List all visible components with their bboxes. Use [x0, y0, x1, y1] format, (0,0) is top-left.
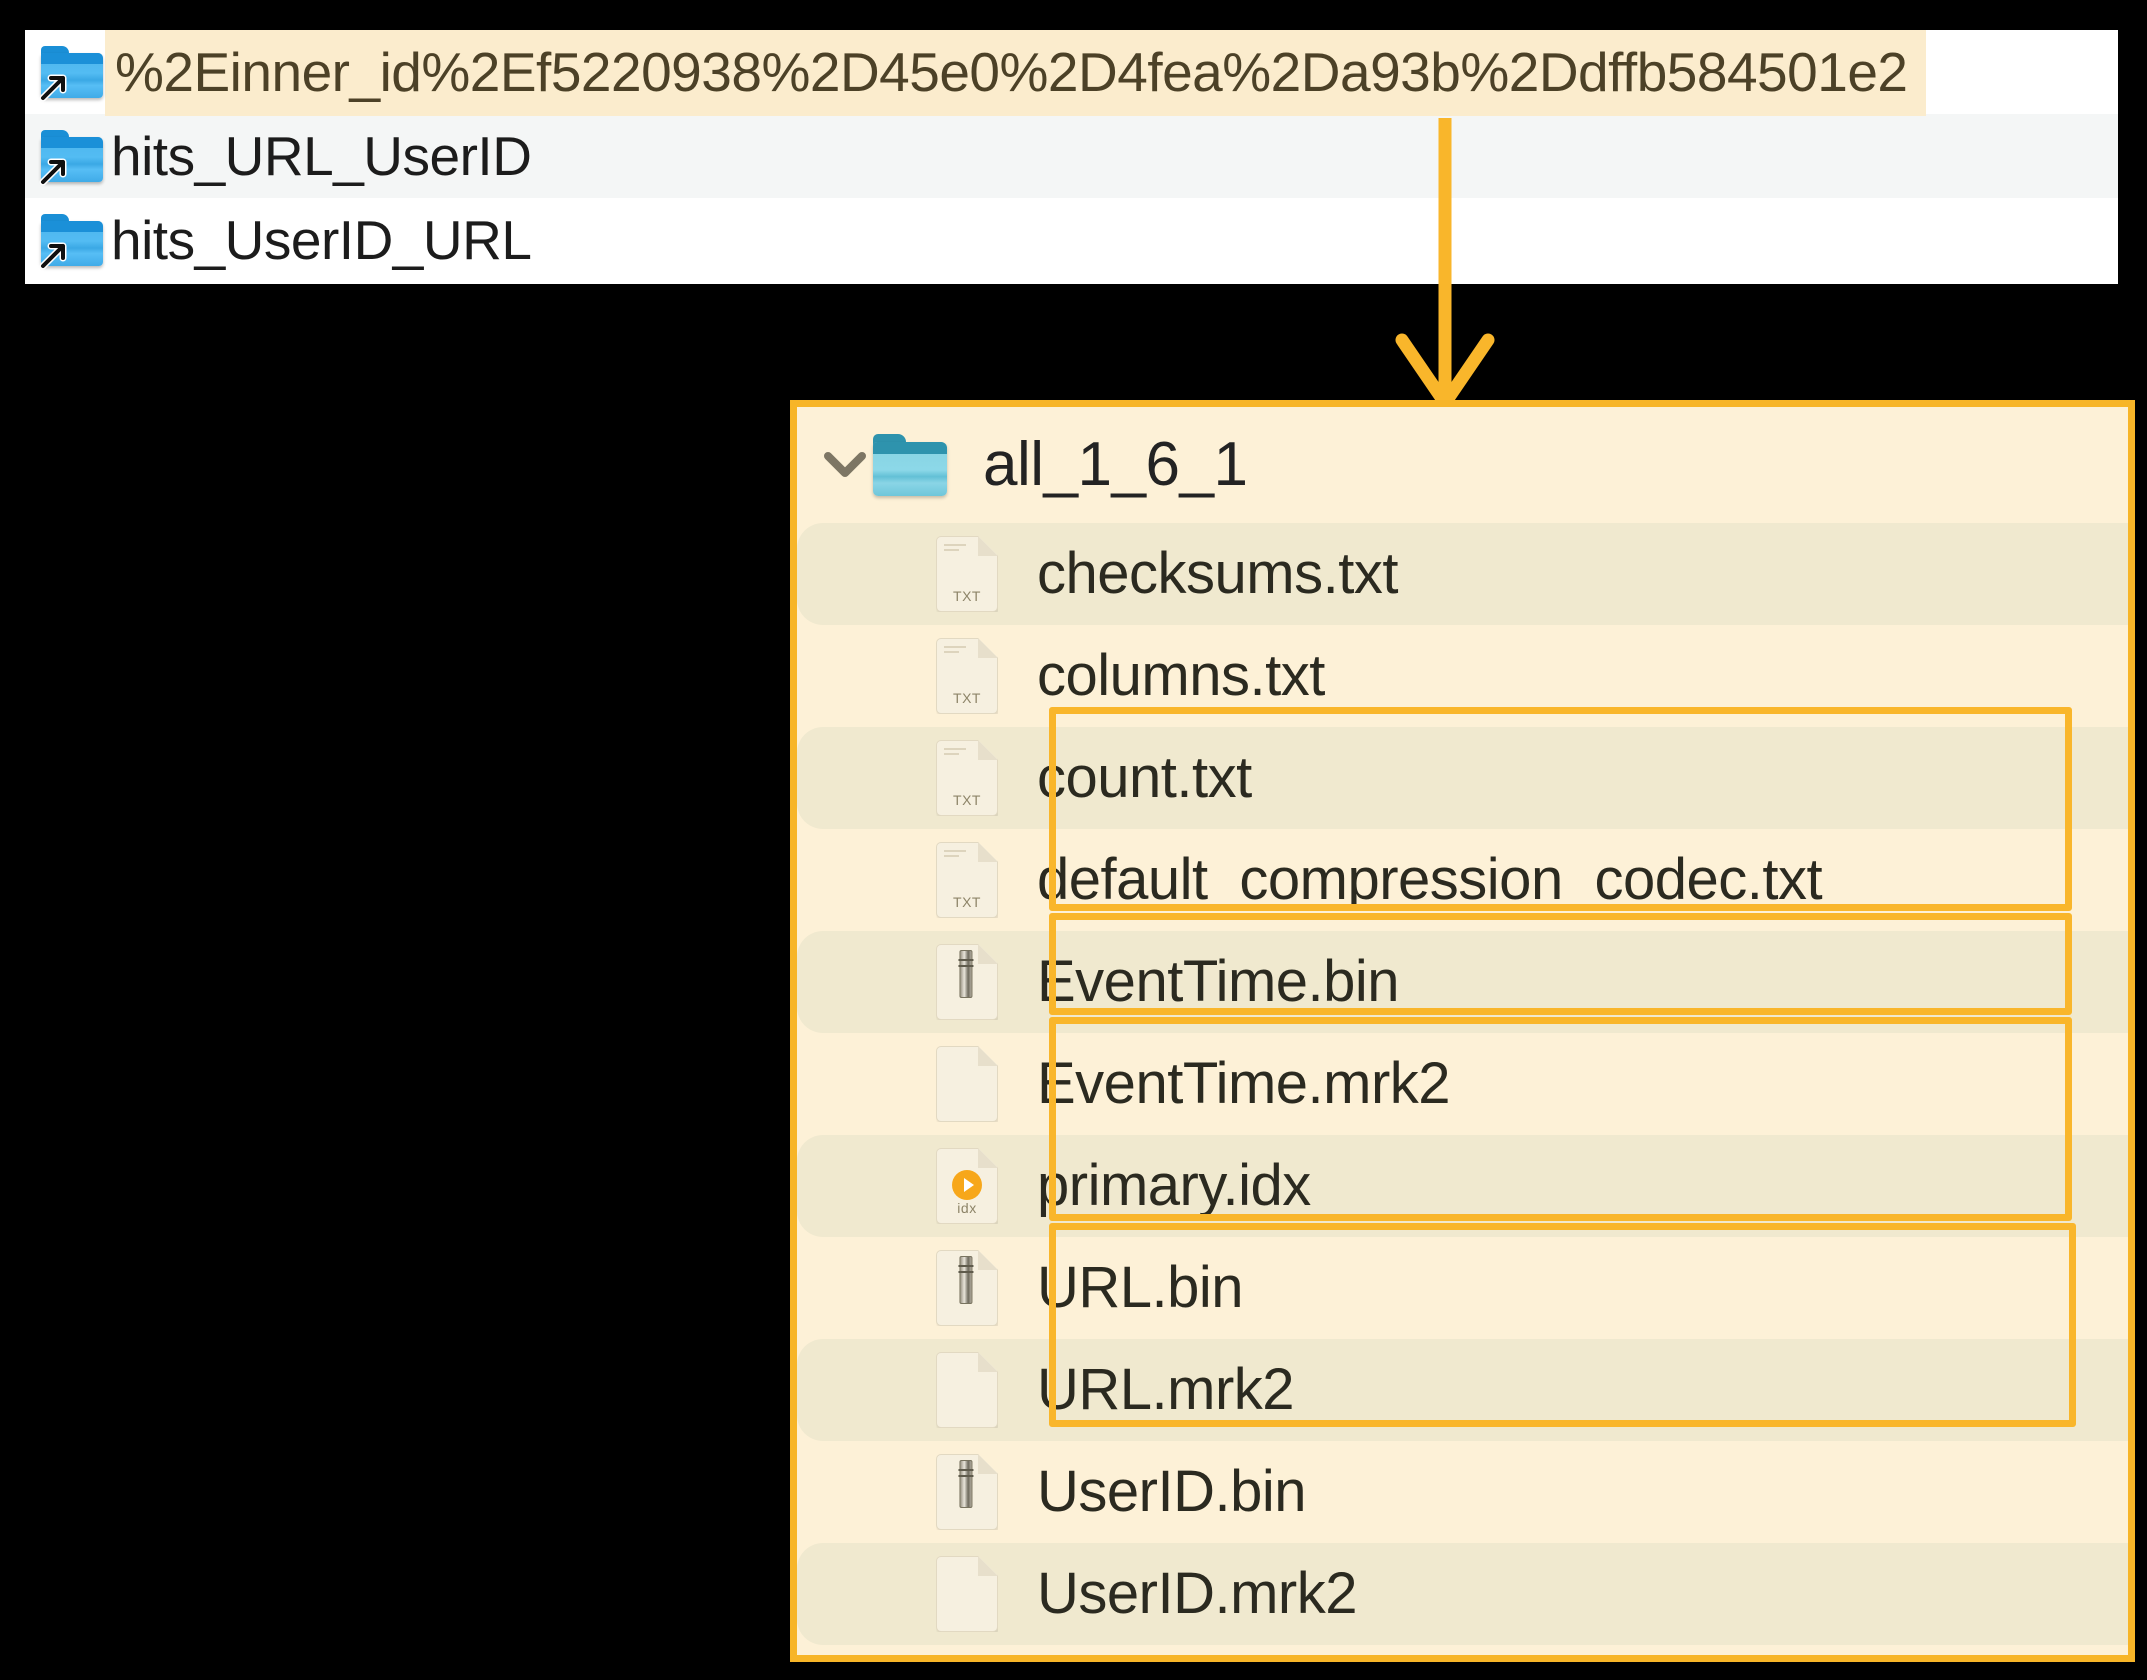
list-item[interactable]: hits_URL_UserID [25, 114, 2118, 198]
list-item[interactable]: %2Einner_id%2Ef5220938%2D45e0%2D4fea%2Da… [25, 30, 2118, 116]
chevron-down-icon[interactable] [817, 450, 873, 480]
txt-icon-label: TXT [953, 792, 981, 808]
file-label: EventTime.bin [1037, 949, 1400, 1014]
bin-file-icon [919, 1454, 1015, 1530]
file-label: primary.idx [1037, 1153, 1311, 1218]
tree-row-file[interactable]: TXT default_compression_codec.txt [797, 829, 2128, 931]
list-item-label: hits_URL_UserID [111, 124, 532, 187]
file-label: default_compression_codec.txt [1037, 847, 1823, 912]
file-label: UserID.mrk2 [1037, 1561, 1357, 1626]
folder-symlink-icon [33, 46, 111, 102]
symlink-arrow-icon [39, 74, 67, 102]
file-label: EventTime.mrk2 [1037, 1051, 1451, 1116]
tree-row-file[interactable]: TXT count.txt [797, 727, 2128, 829]
tree-row-file[interactable]: TXT checksums.txt [797, 523, 2128, 625]
symlink-arrow-icon [39, 158, 67, 186]
tree-row-file[interactable]: UserID.bin [797, 1441, 2128, 1543]
file-label: columns.txt [1037, 643, 1325, 708]
list-item-label: %2Einner_id%2Ef5220938%2D45e0%2D4fea%2Da… [105, 30, 1926, 116]
file-label: URL.mrk2 [1037, 1357, 1295, 1422]
file-label: UserID.bin [1037, 1459, 1306, 1524]
file-label: count.txt [1037, 745, 1252, 810]
part-directory-tree[interactable]: all_1_6_1 TXT checksums.txt TXT columns.… [790, 400, 2135, 1662]
file-label: checksums.txt [1037, 541, 1398, 606]
tree-row-file[interactable]: EventTime.mrk2 [797, 1033, 2128, 1135]
tree-row-file[interactable]: TXT columns.txt [797, 625, 2128, 727]
txt-file-icon: TXT [919, 638, 1015, 714]
txt-file-icon: TXT [919, 536, 1015, 612]
blank-file-icon [919, 1352, 1015, 1428]
tree-row-folder[interactable]: all_1_6_1 [797, 407, 2128, 523]
bin-file-icon [919, 944, 1015, 1020]
file-label: URL.bin [1037, 1255, 1244, 1320]
blank-file-icon [919, 1556, 1015, 1632]
list-item[interactable]: hits_UserID_URL [25, 198, 2118, 282]
txt-icon-label: TXT [953, 588, 981, 604]
list-item-label: hits_UserID_URL [111, 208, 532, 271]
tree-row-file[interactable]: URL.mrk2 [797, 1339, 2128, 1441]
folder-symlink-icon [33, 130, 111, 186]
txt-icon-label: TXT [953, 894, 981, 910]
folder-icon [873, 434, 965, 496]
symlink-folder-list[interactable]: %2Einner_id%2Ef5220938%2D45e0%2D4fea%2Da… [25, 30, 2118, 284]
symlink-arrow-icon [39, 242, 67, 270]
tree-row-file[interactable]: URL.bin [797, 1237, 2128, 1339]
txt-file-icon: TXT [919, 842, 1015, 918]
tree-row-file[interactable]: idx primary.idx [797, 1135, 2128, 1237]
tree-row-file[interactable]: UserID.mrk2 [797, 1543, 2128, 1645]
folder-label: all_1_6_1 [983, 430, 1248, 499]
folder-symlink-icon [33, 214, 111, 270]
txt-icon-label: TXT [953, 690, 981, 706]
tree-row-file[interactable]: EventTime.bin [797, 931, 2128, 1033]
bin-file-icon [919, 1250, 1015, 1326]
idx-file-icon: idx [919, 1148, 1015, 1224]
down-arrow-connector [1395, 118, 1495, 410]
blank-file-icon [919, 1046, 1015, 1122]
txt-file-icon: TXT [919, 740, 1015, 816]
idx-icon-label: idx [957, 1200, 977, 1216]
